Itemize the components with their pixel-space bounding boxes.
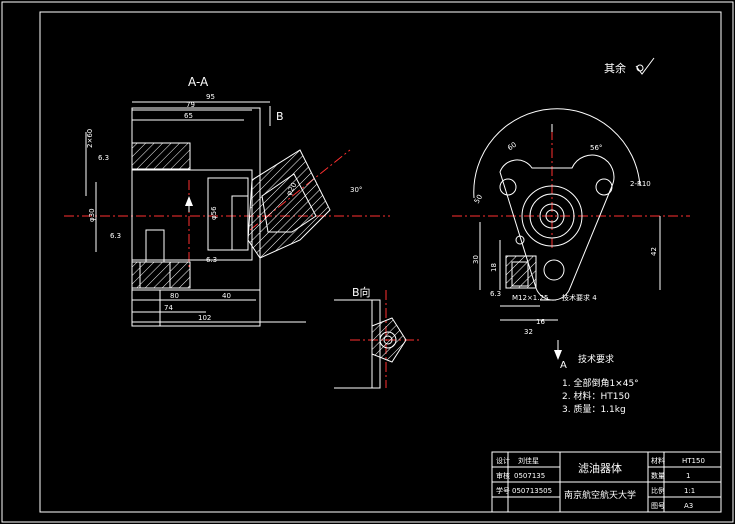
svg-text:1:1: 1:1 [684,487,695,495]
view-b-marker: B [276,110,284,123]
svg-text:80: 80 [170,292,179,300]
svg-text:审核: 审核 [496,471,510,480]
svg-text:30°: 30° [350,186,362,194]
svg-text:φ56: φ56 [210,206,218,220]
svg-text:图号: 图号 [651,502,665,510]
svg-text:数量: 数量 [651,471,665,480]
svg-text:16: 16 [536,318,545,326]
svg-text:6.3: 6.3 [490,290,501,298]
svg-text:56°: 56° [590,144,602,152]
surface-finish-note: 其余 [604,57,655,75]
svg-text:φ30: φ30 [88,208,96,222]
tech-req-item-3: 3. 质量：1.1kg [562,403,626,415]
technical-requirements: 技术要求 1. 全部倒角1×45° 2. 材料：HT150 3. 质量：1.1k… [562,353,639,415]
svg-text:材料: 材料 [651,456,665,465]
svg-text:6.3: 6.3 [110,232,121,240]
svg-text:1: 1 [686,472,690,480]
svg-text:65: 65 [184,112,193,120]
svg-text:102: 102 [198,314,211,322]
svg-text:42: 42 [650,247,658,256]
svg-text:B向: B向 [352,285,371,299]
svg-text:50: 50 [473,193,484,205]
svg-text:2×60: 2×60 [86,129,94,148]
svg-text:60: 60 [506,141,518,153]
tech-req-item-2: 2. 材料：HT150 [562,390,630,402]
svg-text:2-R10: 2-R10 [630,180,651,188]
svg-text:其余: 其余 [604,61,626,75]
svg-text:30: 30 [472,255,480,264]
svg-text:技术要求 4: 技术要求 4 [562,293,597,302]
svg-text:比例: 比例 [651,486,665,495]
end-view: 60 56° 2-R10 50 42 30 18 6.3 32 16 M12×1… [452,108,690,336]
tech-req-item-1: 1. 全部倒角1×45° [562,377,639,389]
view-b: B向 [334,285,420,389]
part-name: 滤油器体 [578,461,622,475]
svg-text:74: 74 [164,304,173,312]
arrow-a: A [554,340,567,371]
svg-text:40: 40 [222,292,231,300]
svg-text:A3: A3 [684,502,693,510]
school-name: 南京航空航天大学 [564,489,636,501]
svg-text:6.3: 6.3 [206,256,217,264]
svg-text:32: 32 [524,328,533,336]
svg-text:学号: 学号 [496,486,510,495]
inner-border [39,11,722,513]
svg-text:M12×1.25: M12×1.25 [512,294,548,302]
svg-text:95: 95 [206,93,215,101]
svg-text:刘佳星: 刘佳星 [518,456,539,465]
svg-text:79: 79 [186,101,195,109]
svg-text:050713505: 050713505 [512,487,552,495]
svg-text:设计: 设计 [496,456,510,465]
svg-text:技术要求: 技术要求 [578,353,614,365]
section-view-a-a: A-A 95 79 65 74 102 [64,75,390,327]
svg-text:A: A [560,360,567,371]
svg-text:HT150: HT150 [682,457,705,465]
section-label: A-A [188,75,209,89]
title-block: 设计 审核 学号 刘佳星 0507135 050713505 滤油器体 南京航空… [491,451,722,513]
svg-text:18: 18 [490,263,498,272]
svg-text:6.3: 6.3 [98,154,109,162]
svg-text:0507135: 0507135 [514,472,545,480]
